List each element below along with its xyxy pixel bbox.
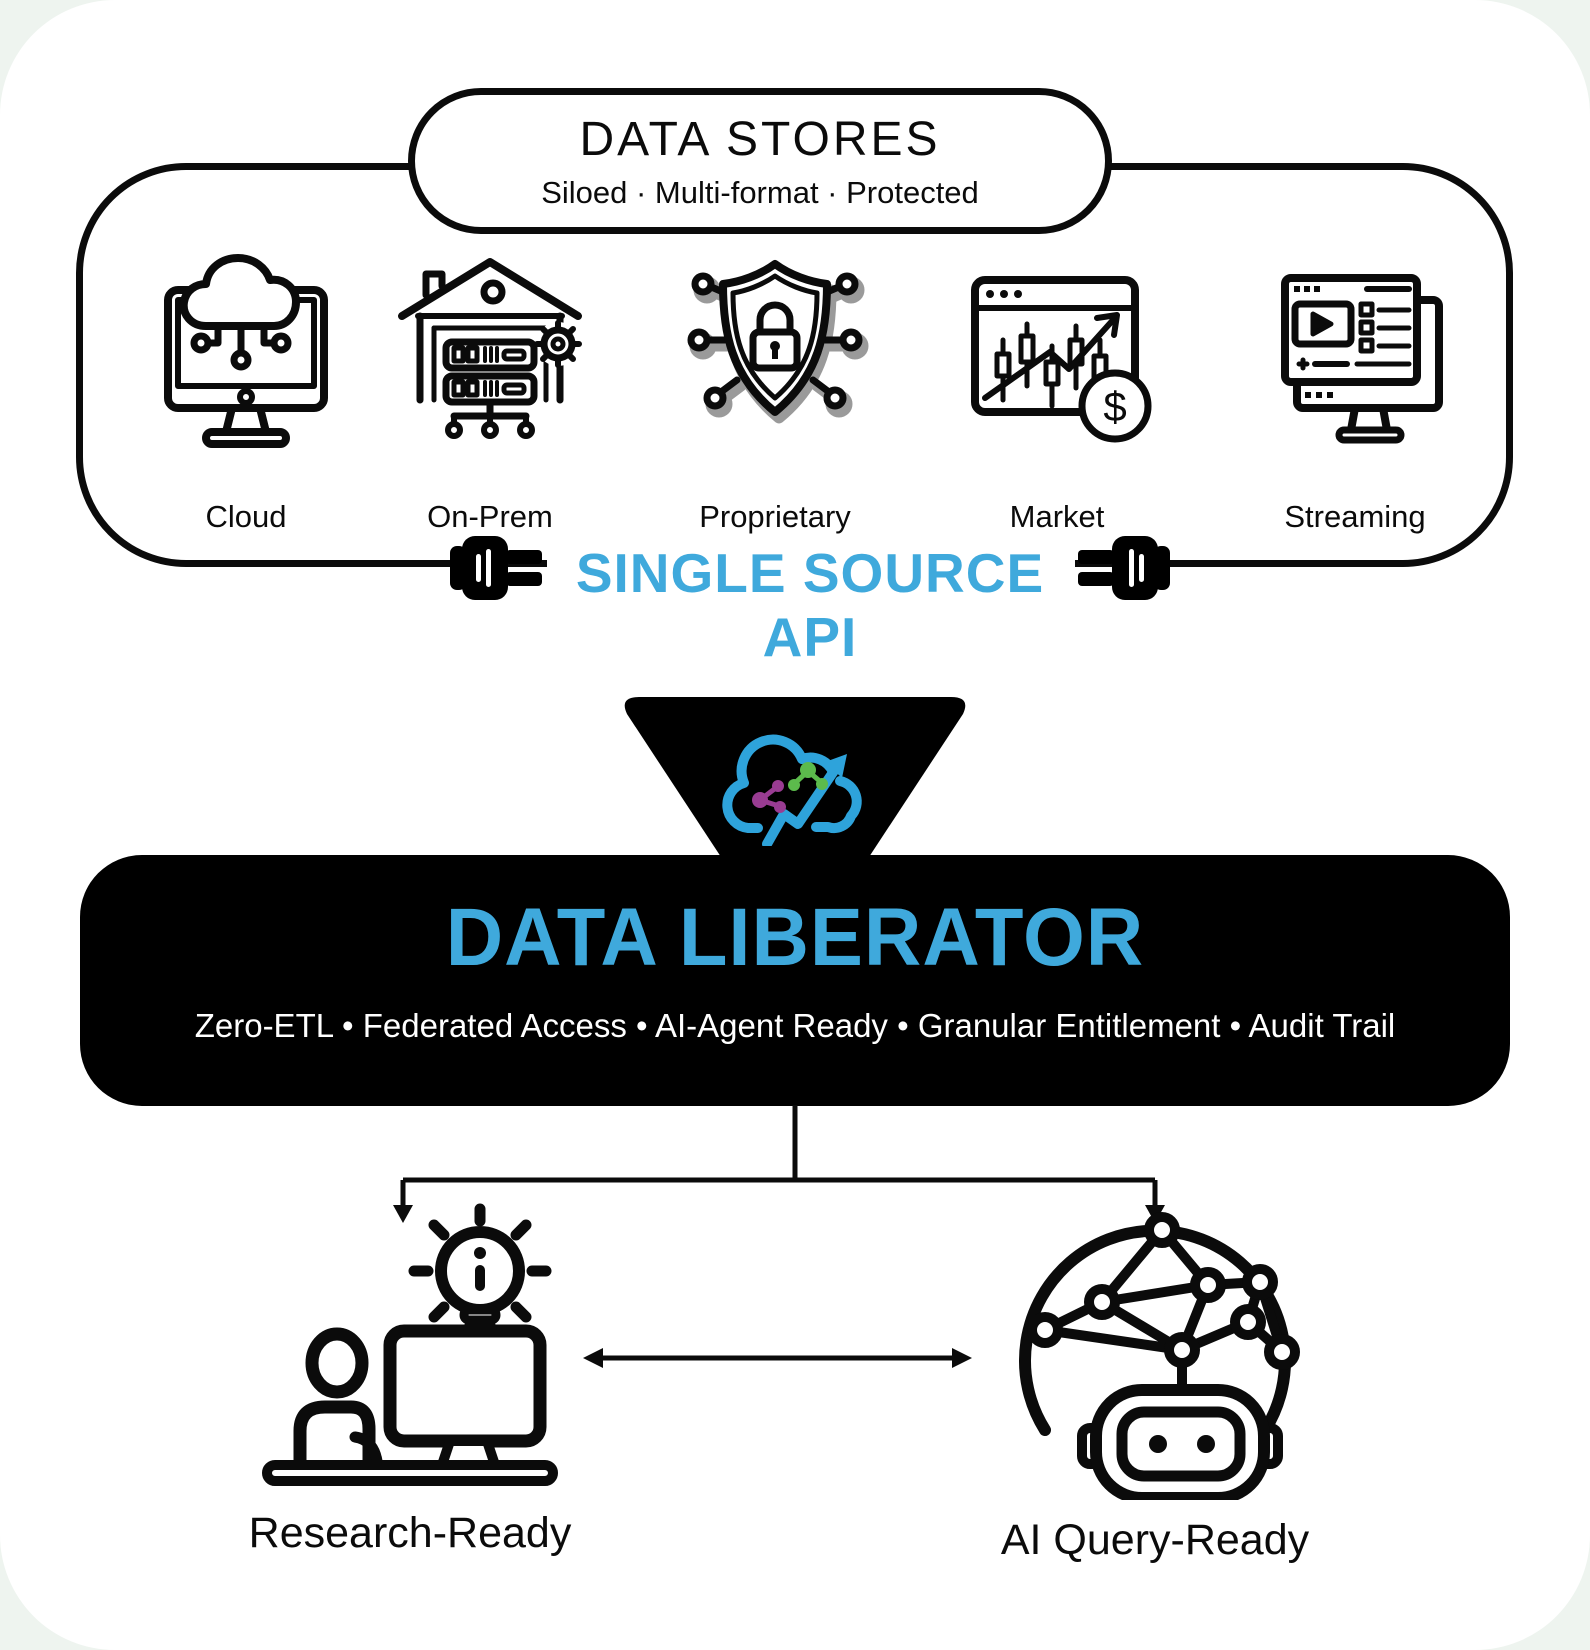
store-item-market: $ Market bbox=[942, 248, 1172, 535]
store-label-market: Market bbox=[1009, 499, 1105, 534]
api-line-2: API bbox=[762, 606, 858, 668]
market-chart-icon: $ bbox=[971, 276, 1152, 443]
cloud-monitor-icon bbox=[164, 254, 328, 448]
output-label-research-ready: Research-Ready bbox=[248, 1509, 572, 1557]
output-ai-query-ready: AI Query-Ready bbox=[1000, 1200, 1310, 1565]
plug-left-icon bbox=[450, 536, 542, 600]
researcher-desk-icon bbox=[262, 1203, 558, 1486]
store-item-on-prem: On-Prem bbox=[375, 248, 605, 535]
flow-connector-lines bbox=[393, 1105, 1165, 1223]
single-source-api: SINGLE SOURCE API bbox=[545, 541, 1075, 669]
store-item-streaming: Streaming bbox=[1240, 248, 1470, 535]
server-house-icon bbox=[398, 258, 582, 439]
data-stores-subtitle: Siloed · Multi-format · Protected bbox=[541, 174, 979, 210]
shield-lock-icon bbox=[687, 260, 869, 424]
data-liberator-title: DATA LIBERATOR bbox=[445, 892, 1145, 983]
svg-text:$: $ bbox=[1103, 383, 1126, 430]
api-line-1: SINGLE SOURCE bbox=[575, 542, 1045, 604]
plug-right-icon bbox=[1078, 536, 1170, 600]
streaming-monitor-icon bbox=[1281, 274, 1443, 444]
bidirectional-arrow bbox=[583, 1348, 972, 1368]
data-stores-header: DATA STORES Siloed · Multi-format · Prot… bbox=[408, 88, 1112, 234]
brain-cloud-logo-icon bbox=[722, 734, 862, 846]
output-label-ai-query-ready: AI Query-Ready bbox=[1000, 1516, 1310, 1564]
border-gap-mask bbox=[547, 538, 1075, 600]
store-label-on-prem: On-Prem bbox=[427, 499, 553, 534]
output-research-ready: Research-Ready bbox=[245, 1203, 575, 1558]
data-liberator-box: DATA LIBERATOR Zero-ETL • Federated Acce… bbox=[80, 855, 1510, 1106]
data-liberator-features: Zero-ETL • Federated Access • AI-Agent R… bbox=[194, 1007, 1396, 1044]
data-stores-title: DATA STORES bbox=[579, 112, 941, 166]
store-item-proprietary: Proprietary bbox=[660, 248, 890, 535]
store-label-cloud: Cloud bbox=[205, 499, 287, 534]
store-label-proprietary: Proprietary bbox=[699, 499, 851, 534]
store-item-cloud: Cloud bbox=[131, 248, 361, 535]
store-label-streaming: Streaming bbox=[1284, 499, 1426, 534]
ai-robot-network-icon bbox=[1019, 1212, 1300, 1500]
